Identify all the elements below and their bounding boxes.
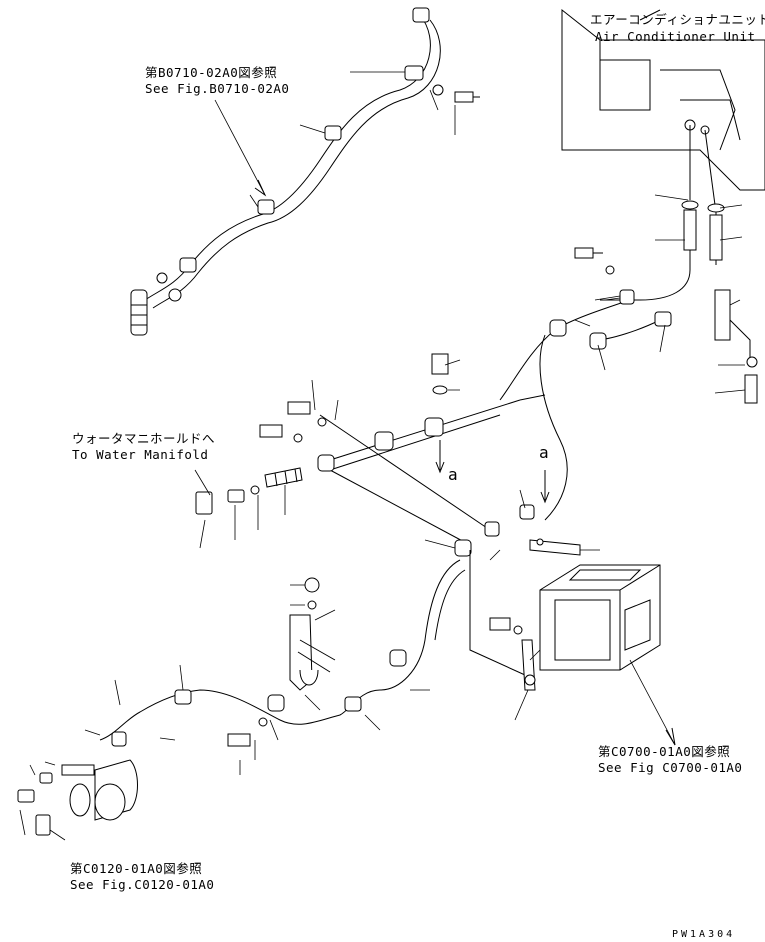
ref-c0700-label-jp: 第C0700-01A0図参照 [598, 744, 731, 759]
central-pipe-frame [259, 353, 581, 557]
aircon-label-en: Air Conditioner Unit [595, 29, 756, 44]
ref-c0700-label-en: See Fig C0700-01A0 [598, 760, 743, 775]
water-manifold-fittings [194, 467, 303, 549]
callout-leaders [424, 297, 621, 661]
lower-hose-assembly [17, 559, 466, 841]
lower-bracket [469, 549, 600, 721]
section-marker-a-right: a [539, 443, 550, 462]
ref-b0710-label-en: See Fig.B0710-02A0 [145, 81, 290, 96]
ref-b0710-label-jp: 第B0710-02A0図参照 [145, 65, 278, 80]
air-conditioner-unit [561, 8, 765, 206]
drawing-code: PW1A304 [672, 929, 736, 940]
water-manifold-label-jp: ウォータマニホールドへ [72, 431, 216, 446]
ref-c0120-label-jp: 第C0120-01A0図参照 [70, 861, 203, 876]
water-manifold-label-en: To Water Manifold [72, 447, 209, 462]
control-box [539, 564, 676, 746]
section-marker-a-left: a [448, 465, 459, 484]
ac-pipe-bundle [499, 194, 758, 521]
aircon-label-jp: エアーコンディショナユニット [590, 12, 765, 27]
ref-c0120-label-en: See Fig.C0120-01A0 [70, 877, 215, 892]
upper-hose-assembly [130, 7, 480, 336]
